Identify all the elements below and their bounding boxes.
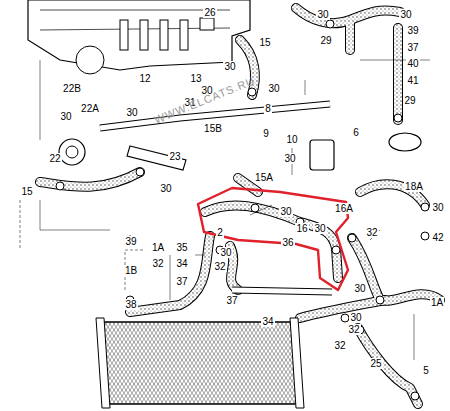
callout-number: 30: [349, 312, 362, 323]
callout-number: 30: [283, 153, 296, 164]
callout-number: 6: [352, 127, 360, 138]
callout-number: 30: [399, 9, 412, 20]
callout-number: 34: [261, 316, 274, 327]
callout-number: 1A: [430, 297, 444, 308]
callout-number: 15B: [203, 123, 223, 134]
callout-number: 30: [219, 247, 232, 258]
callout-number: 30: [313, 223, 326, 234]
callout-number: 30: [59, 111, 72, 122]
callout-number: 26: [203, 7, 216, 18]
callout-number: 15: [258, 37, 271, 48]
callout-number: 18A: [404, 181, 424, 192]
callout-number: 40: [406, 58, 419, 69]
callout-number: 22: [48, 153, 61, 164]
callout-number: 41: [406, 75, 419, 86]
callout-number: 10: [285, 134, 298, 145]
callout-number: 30: [223, 61, 236, 72]
callout-number: 25: [369, 358, 382, 369]
callout-number: 35: [175, 242, 188, 253]
callout-number: 32: [333, 340, 346, 351]
callout-number: 29: [319, 35, 332, 46]
callout-number: 15A: [254, 172, 274, 183]
callout-number: 5: [422, 365, 430, 376]
callout-number: 16: [295, 223, 308, 234]
callout-number: 22B: [62, 83, 82, 94]
callout-number: 37: [406, 42, 419, 53]
callout-number: 32: [365, 227, 378, 238]
callout-number: 42: [431, 232, 444, 243]
callout-number: 23: [168, 151, 181, 162]
callout-number: 30: [353, 283, 366, 294]
callout-number: 39: [406, 25, 419, 36]
callout-number: 30: [125, 107, 138, 118]
callout-number: 32: [151, 258, 164, 269]
callout-number: 8: [264, 103, 272, 114]
callout-number: 30: [159, 183, 172, 194]
callout-number: 1B: [124, 265, 138, 276]
callout-number: 13: [189, 73, 202, 84]
callout-number: 34: [175, 258, 188, 269]
callout-number: 38: [124, 299, 137, 310]
callout-number: 37: [175, 276, 188, 287]
callout-number: 37: [225, 295, 238, 306]
callout-number: 30: [431, 202, 444, 213]
callout-number: 9: [262, 128, 270, 139]
callout-number: 32: [213, 261, 226, 272]
callout-number: 16A: [334, 203, 354, 214]
callout-number: 30: [316, 9, 329, 20]
callout-number: 1A: [151, 242, 165, 253]
callout-number: 30: [267, 83, 280, 94]
callout-number: 36: [281, 237, 294, 248]
callout-number: 32: [347, 324, 360, 335]
callout-number: 30: [279, 206, 292, 217]
callout-number: 22A: [80, 103, 100, 114]
callout-number: 12: [138, 73, 151, 84]
callout-number: 29: [403, 95, 416, 106]
callout-number: 15: [20, 186, 33, 197]
callout-number: 39: [124, 236, 137, 247]
callout-number: 2: [216, 227, 224, 238]
